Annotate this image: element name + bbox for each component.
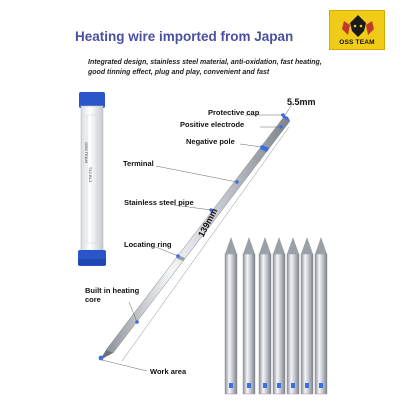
leader-lines	[101, 103, 293, 372]
feature-description: Integrated design, stainless steel mater…	[88, 59, 322, 76]
label-built-in-heating-core: Built in heating core	[85, 286, 140, 304]
label-positive-electrode: Positive electrode	[180, 120, 245, 129]
vertical-tip	[272, 237, 286, 395]
vertical-tip	[258, 237, 272, 395]
logo-text: OSS TEAM	[339, 39, 375, 46]
vertical-tip	[242, 237, 256, 395]
tube-brand: OSS TEAM	[83, 142, 89, 163]
vertical-tip	[286, 237, 300, 395]
diameter-dimension: 5.5mm	[287, 97, 316, 107]
vertical-tip	[300, 237, 314, 395]
brand-logo: OSS TEAM	[329, 10, 385, 50]
label-locating-ring: Locating ring	[124, 240, 172, 249]
label-stainless-steel-pipe: Stainless steel pipe	[124, 198, 194, 207]
label-negative-pole: Negative pole	[186, 137, 235, 146]
label-work-area: Work area	[150, 367, 187, 376]
label-protective-cap: Protective cap	[208, 108, 260, 117]
lion-emblem-icon	[342, 15, 374, 37]
label-terminal: Terminal	[123, 159, 154, 168]
packaging-tube	[78, 92, 106, 266]
length-dimension-line	[121, 126, 290, 362]
headline: Heating wire imported from Japan	[75, 29, 294, 44]
tip-row	[224, 237, 328, 395]
tube-model: T12-BL3	[88, 166, 94, 183]
tube-top-cap	[79, 92, 105, 108]
callout-dots	[135, 113, 285, 324]
vertical-tip	[314, 237, 328, 395]
vertical-tip	[224, 237, 238, 395]
